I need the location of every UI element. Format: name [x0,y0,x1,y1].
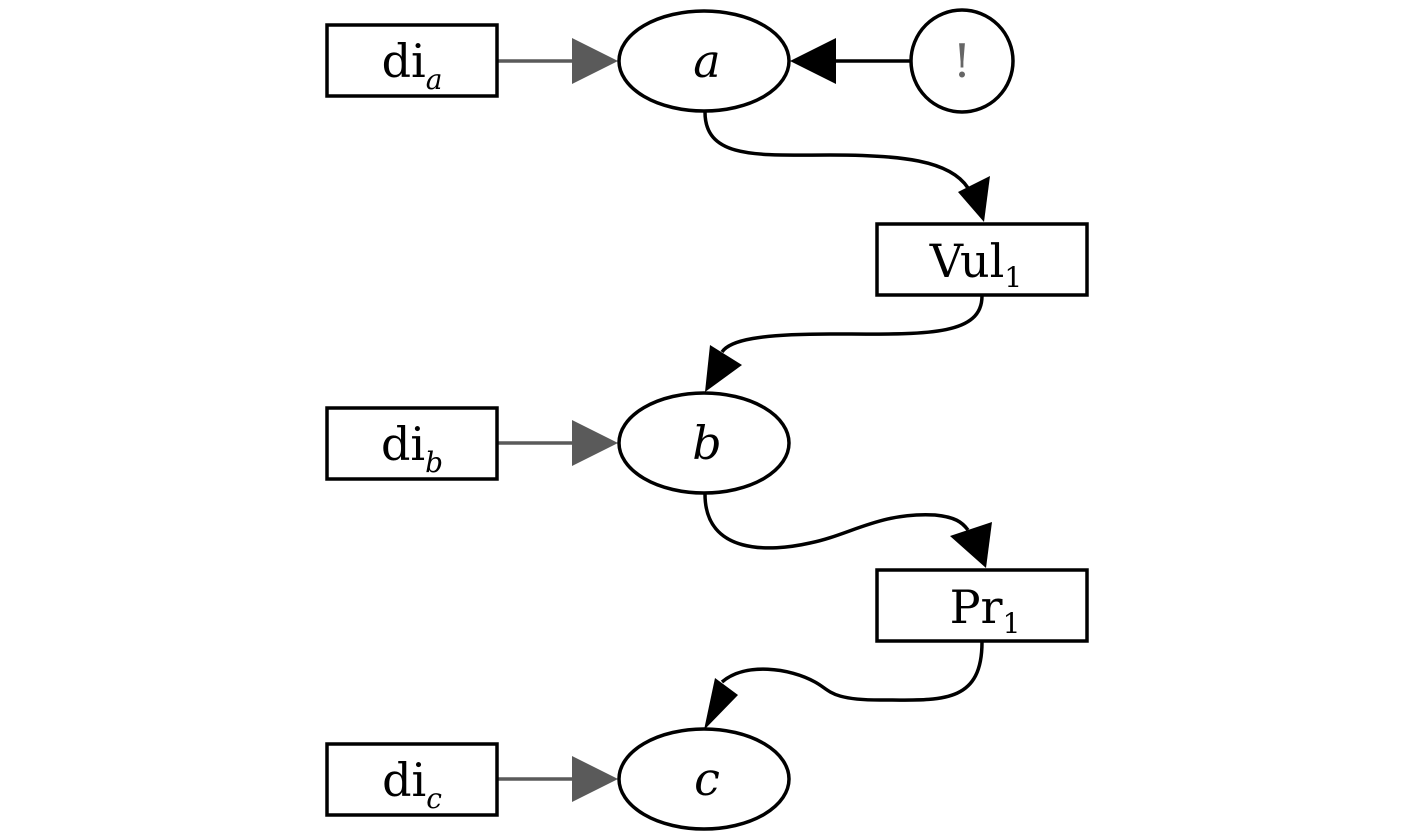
edge-di-b-to-b-arrowhead [572,420,618,466]
edge-di-a-to-a [498,38,618,84]
edge-di-c-to-c [498,756,618,802]
edge-pr1-to-c-arrowhead [704,678,738,730]
edge-pr1-to-c [704,641,984,730]
edge-bang-to-a [790,38,910,84]
edge-vul1-to-b [705,295,984,392]
node-a: a [617,9,791,113]
node-di-c-label: dic [382,753,442,815]
edge-b-to-pr1 [703,493,992,568]
node-b: b [617,391,791,495]
edge-b-to-pr1-arrowhead [950,522,992,568]
node-c: c [617,727,791,831]
node-bang-label: ! [953,34,972,88]
edge-di-a-to-a-arrowhead [572,38,618,84]
edge-vul1-to-b-arrowhead [705,345,742,392]
node-di-b-label: dib [381,417,443,479]
node-bang: ! [909,8,1015,114]
node-vul1: Vul1 [875,222,1089,297]
node-di-a: dia [325,23,499,98]
node-di-b: dib [325,406,499,481]
edge-a-to-vul1 [703,111,990,222]
edge-a-to-vul1-arrowhead [958,176,990,222]
node-vul1-label: Vul1 [929,234,1022,294]
node-c-label: c [694,752,720,806]
node-pr1-label: Pr1 [950,580,1021,640]
node-b-label: b [692,416,721,470]
node-pr1: Pr1 [875,568,1089,643]
node-a-label: a [693,34,720,88]
edge-di-c-to-c-arrowhead [572,756,618,802]
edge-di-b-to-b [498,420,618,466]
edge-bang-to-a-arrowhead [790,38,836,84]
node-di-c: dic [325,742,499,817]
node-di-a-label: dia [382,34,443,96]
